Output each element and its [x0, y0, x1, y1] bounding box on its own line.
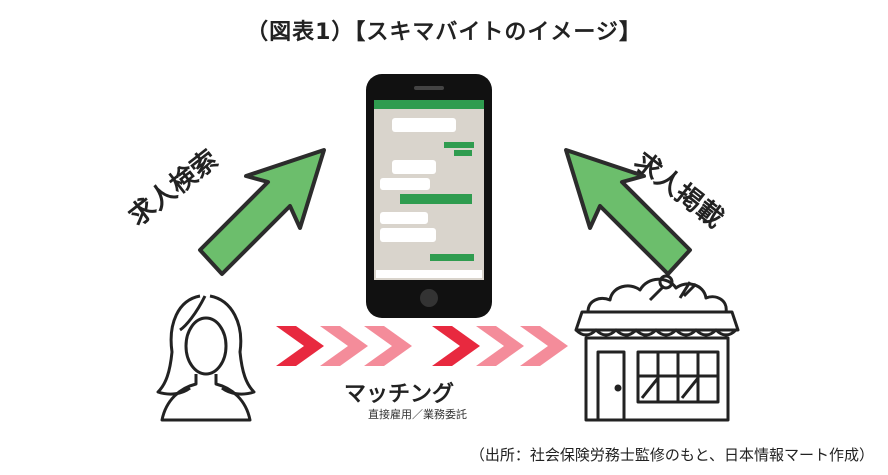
matching-label: マッチング — [344, 382, 455, 407]
chevron-icon — [432, 326, 480, 366]
store-icon — [574, 274, 740, 422]
up-left-arrow-icon — [564, 148, 692, 276]
chevron-icon — [276, 326, 324, 366]
person-icon — [156, 294, 256, 422]
chevron-icon — [364, 326, 412, 366]
source-note: （出所：社会保険労務士監修のもと、日本情報マート作成） — [469, 446, 874, 464]
chevron-icon — [320, 326, 368, 366]
chevron-icon — [476, 326, 524, 366]
chevron-icon — [520, 326, 568, 366]
matching-sub-label: 直接雇用／業務委託 — [368, 408, 467, 421]
smartphone-icon — [366, 74, 492, 318]
figure-title: （図表1）【スキマバイトのイメージ】 — [246, 20, 642, 45]
up-right-arrow-icon — [198, 148, 326, 276]
matching-chevrons — [276, 326, 568, 366]
